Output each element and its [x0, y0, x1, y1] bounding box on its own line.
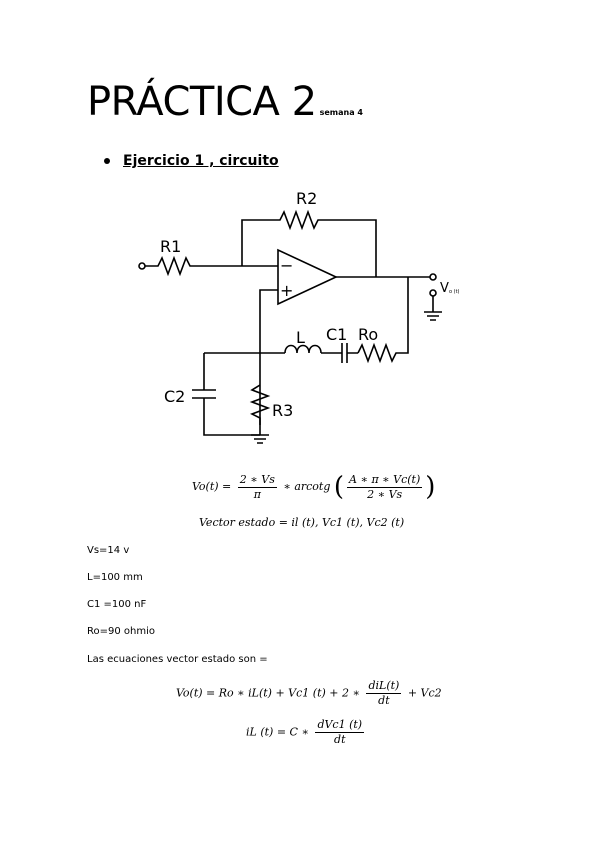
- eq1-lhs: Vo(t) =: [192, 480, 232, 493]
- title-text: PRÁCTICA 2: [87, 79, 317, 125]
- param-ro: Ro=90 ohmio: [87, 626, 155, 637]
- equations-intro: Las ecuaciones vector estado son =: [87, 654, 268, 665]
- param-c1: C1 =100 nF: [87, 599, 147, 610]
- label-c2: C2: [164, 387, 185, 406]
- eq4-frac-num: dVc1 (t): [315, 718, 365, 733]
- eq1-frac2-den: 2 ∗ Vs: [367, 487, 403, 501]
- ground-output-icon: [424, 296, 442, 321]
- eq1-frac1-num: 2 ∗ Vs: [237, 472, 277, 488]
- bullet-dot-icon: [104, 158, 110, 164]
- equation-vector-estado: Vector estado = il (t), Vc1 (t), Vc2 (t): [199, 516, 405, 529]
- eq1-frac2: A ∗ π ∗ Vc(t) 2 ∗ Vs: [347, 472, 423, 502]
- eq4-lhs: iL (t) = C ∗: [246, 725, 309, 739]
- eq4-frac-den: dt: [334, 733, 346, 746]
- eq4-frac: dVc1 (t) dt: [315, 718, 365, 747]
- label-plus: +: [280, 281, 293, 300]
- op-amp: [277, 248, 338, 306]
- eq1-frac2-num: A ∗ π ∗ Vc(t): [347, 472, 423, 488]
- param-l: L=100 mm: [87, 572, 143, 583]
- equation-vo-state: Vo(t) = Ro ∗ iL(t) + Vc1 (t) + 2 ∗ diL(t…: [176, 679, 442, 708]
- label-vo-sub: o (t): [449, 289, 460, 295]
- eq1-frac1-den: π: [253, 487, 261, 501]
- input-terminal: [138, 262, 146, 270]
- eq1-mid: ∗ arcotg: [283, 480, 331, 493]
- section-heading: Ejercicio 1 , circuito: [123, 153, 279, 169]
- section-bullet: Ejercicio 1 , circuito: [104, 153, 279, 169]
- param-vs: Vs=14 v: [87, 545, 130, 556]
- equation-vo: Vo(t) = 2 ∗ Vs π ∗ arcotg ( A ∗ π ∗ Vc(t…: [192, 472, 436, 502]
- ground-r3-icon: [251, 434, 269, 444]
- eq3-frac-den: dt: [378, 694, 390, 707]
- capacitor-c2: [192, 353, 260, 436]
- output-terminal-ground: [429, 289, 437, 297]
- label-ro: Ro: [358, 325, 378, 344]
- resistor-ro: [357, 277, 409, 364]
- title-subtitle: semana 4: [319, 108, 363, 117]
- inductor-l: [284, 344, 334, 354]
- eq3-frac: diL(t) dt: [366, 679, 402, 708]
- label-l: L: [296, 328, 305, 347]
- equation-il: iL (t) = C ∗ dVc1 (t) dt: [246, 718, 367, 747]
- label-minus: −: [280, 256, 293, 275]
- eq3-lhs: Vo(t) = Ro ∗ iL(t) + Vc1 (t) + 2 ∗: [176, 686, 360, 700]
- label-r1: R1: [160, 237, 181, 256]
- eq3-frac-num: diL(t): [366, 679, 402, 694]
- resistor-r2: [241, 209, 377, 277]
- label-vo: V: [440, 281, 449, 296]
- label-c1: C1: [326, 325, 347, 344]
- label-r2: R2: [296, 189, 317, 208]
- capacitor-c1: [334, 343, 358, 363]
- output-terminal: [429, 273, 437, 281]
- circuit-diagram: R1 R2 R3 L C1 C2 Ro − + V o (t): [138, 189, 460, 444]
- eq3-tail: + Vc2: [407, 686, 442, 700]
- eq1-frac1: 2 ∗ Vs π: [237, 472, 277, 502]
- label-r3: R3: [272, 401, 293, 420]
- resistor-r3: [249, 384, 271, 435]
- resistor-r1: [145, 255, 242, 277]
